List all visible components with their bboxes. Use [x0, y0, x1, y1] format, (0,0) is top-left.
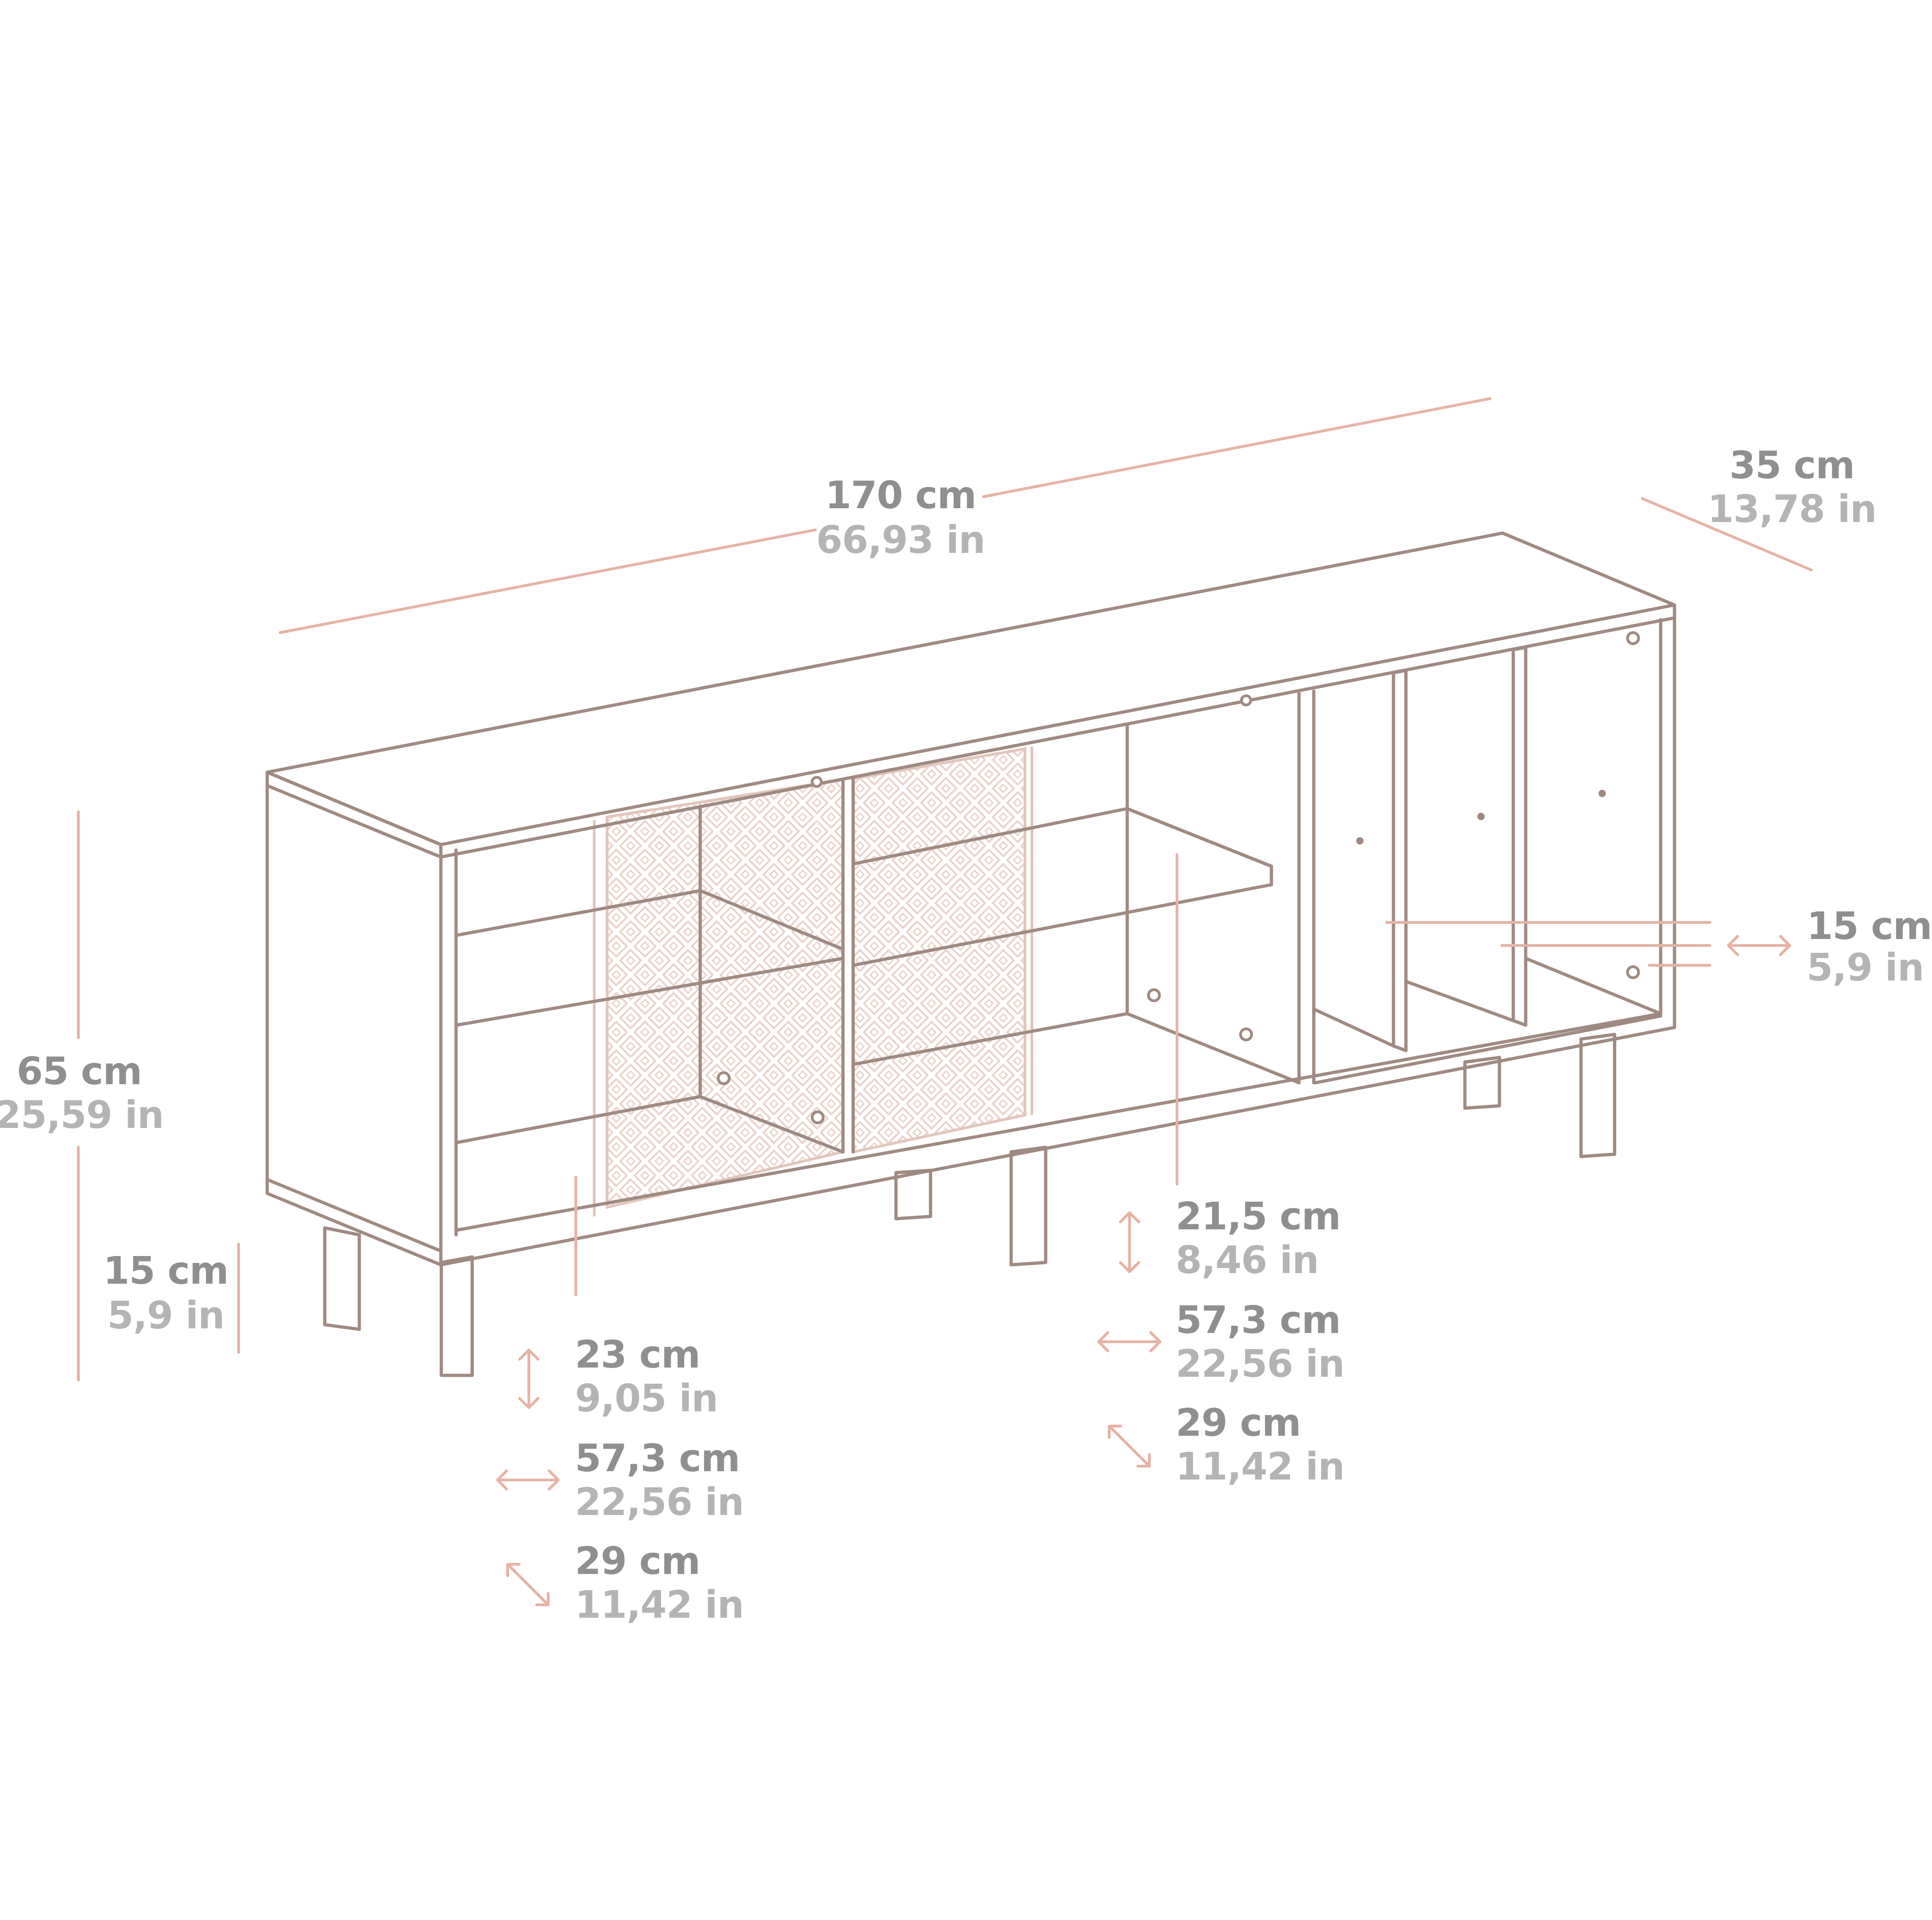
leg-height-cm-label: 15 cm [103, 1249, 229, 1293]
horizontal-double-arrow-icon [496, 1469, 560, 1491]
middle-compartment-height-in-label: 8,46 in [1176, 1239, 1319, 1282]
left-back-floor [698, 1095, 845, 1154]
top-left-edge [265, 784, 443, 859]
knob-icon [717, 1071, 731, 1085]
leg-right-back [1463, 1056, 1501, 1110]
knob-icon [1239, 1028, 1253, 1041]
left-compartment-width-in-label: 22,56 in [575, 1480, 744, 1524]
leg-right-front [1579, 1033, 1616, 1158]
depth-line [1641, 497, 1813, 571]
diagonal-double-arrow-icon [506, 1563, 550, 1606]
fittings [717, 631, 1640, 1124]
left-compartment-height-cm-label: 23 cm [575, 1333, 701, 1377]
divider-a-floor [1312, 1007, 1395, 1048]
pin-icon [1598, 790, 1606, 797]
pin-icon [1356, 837, 1364, 845]
knob-icon [1147, 988, 1161, 1002]
knob-icon [811, 776, 823, 788]
bottom-front [439, 1026, 1676, 1267]
divider-b-floor [1404, 980, 1515, 1022]
left-compartment-depth-in-label: 11,42 in [575, 1583, 744, 1627]
divider-spacing-cm-label: 15 cm [1807, 904, 1932, 948]
vertical-double-arrow-icon [1119, 1211, 1140, 1273]
knob-icon [1626, 965, 1640, 979]
leg-center-back [894, 1168, 932, 1221]
depth-cm-label: 35 cm [1729, 444, 1855, 487]
vertical-divider-b [1511, 646, 1528, 1027]
diagonal-double-arrow-icon [1108, 1425, 1151, 1468]
middle-shelf-front [1125, 807, 1273, 868]
middle-compartment-width-in-label: 22,56 in [1176, 1342, 1345, 1386]
leg-back-left [323, 1226, 361, 1331]
left-compartment-depth-cm-label: 29 cm [575, 1539, 701, 1583]
width-line-right [982, 397, 1492, 498]
vertical-double-arrow-icon [518, 1349, 539, 1409]
width-in-label: 66,93 in [816, 518, 985, 562]
top-front-edge [439, 616, 1676, 859]
bottom-front-inner [454, 1012, 1663, 1232]
knob-icon [1626, 631, 1640, 645]
left-shelf-lower-back [454, 1095, 702, 1145]
left-compartment-width-cm-label: 57,3 cm [575, 1437, 740, 1480]
divider-spacing-in-label: 5,9 in [1807, 946, 1924, 990]
pin-icon [1477, 813, 1485, 820]
left-compartment-height-in-label: 9,05 in [575, 1377, 718, 1421]
horizontal-double-arrow-icon [1727, 935, 1791, 956]
sliding-mesh-doors [593, 746, 1033, 1216]
leg-front-left [439, 1255, 474, 1377]
knob-icon [811, 1110, 825, 1124]
leg-height-in-label: 5,9 in [107, 1294, 225, 1338]
height-in-label: 25,59 in [0, 1093, 164, 1137]
width-cm-label: 170 cm [825, 474, 977, 517]
height-cm-label: 65 cm [17, 1050, 142, 1093]
middle-compartment-depth-cm-label: 29 cm [1176, 1401, 1301, 1445]
left-side-bottom [265, 1178, 443, 1253]
middle-compartment-height-cm-label: 21,5 cm [1176, 1195, 1341, 1239]
middle-compartment-depth-in-label: 11,42 in [1176, 1445, 1345, 1489]
dimension-lines [77, 397, 1813, 1381]
leg-center-front [1009, 1145, 1048, 1267]
vertical-divider-a [1392, 669, 1408, 1052]
divider-c-floor [1524, 957, 1663, 1016]
bottom-back [1313, 1014, 1663, 1085]
sideboard-outline [265, 531, 1676, 1377]
middle-compartment-width-cm-label: 57,3 cm [1176, 1298, 1341, 1342]
middle-floor-side [1125, 1012, 1301, 1085]
middle-floor-back [851, 1012, 1129, 1066]
horizontal-double-arrow-icon [1097, 1331, 1161, 1352]
width-line-left [279, 528, 817, 634]
depth-in-label: 13,78 in [1707, 487, 1877, 531]
knob-icon [1240, 694, 1252, 706]
